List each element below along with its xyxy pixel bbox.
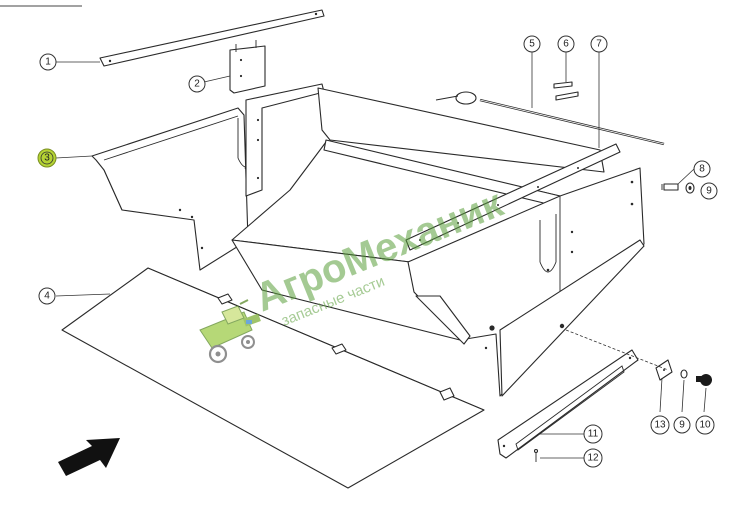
svg-text:9: 9 [706, 186, 712, 197]
svg-text:7: 7 [596, 39, 602, 50]
callout-11[interactable]: 11 [583, 424, 603, 444]
callout-2[interactable]: 2 [188, 75, 206, 93]
part-3-hopper-left-side [91, 83, 325, 271]
part-9-washer-lower [680, 369, 688, 379]
callout-7[interactable]: 7 [590, 35, 608, 53]
svg-text:10: 10 [699, 420, 711, 431]
callout-3-highlighted[interactable]: 3 [37, 148, 57, 168]
direction-arrow-icon [58, 438, 120, 476]
svg-text:1: 1 [45, 57, 51, 68]
part-13-plate [655, 359, 673, 381]
part-7-strip [405, 143, 621, 251]
callout-4[interactable]: 4 [38, 287, 56, 305]
svg-text:12: 12 [587, 453, 599, 464]
part-6-clips [553, 81, 579, 101]
callout-leaders [55, 52, 707, 459]
callout-13[interactable]: 13 [650, 415, 670, 435]
hopper-body [231, 87, 645, 397]
callout-12[interactable]: 12 [583, 448, 603, 468]
svg-text:3: 3 [44, 153, 50, 164]
callout-9-lower[interactable]: 9 [673, 416, 691, 434]
svg-text:11: 11 [588, 429, 599, 440]
svg-text:9: 9 [679, 420, 685, 431]
part-1-bar [99, 9, 325, 67]
part-10-knob [696, 374, 712, 386]
svg-text:4: 4 [44, 291, 50, 302]
callout-6[interactable]: 6 [557, 35, 575, 53]
callout-5[interactable]: 5 [523, 35, 541, 53]
callout-9-upper[interactable]: 9 [700, 182, 718, 200]
part-4-bottom-sheet [61, 267, 485, 489]
part-12-screw [533, 448, 539, 462]
part-5-rod [435, 91, 665, 146]
part-11-bracket [497, 349, 639, 459]
svg-text:13: 13 [654, 420, 666, 431]
part-2-plate [229, 40, 266, 94]
callout-8[interactable]: 8 [693, 160, 711, 178]
part-8-bolt [661, 183, 679, 191]
part-9-washer-upper [685, 182, 695, 194]
svg-text:6: 6 [563, 39, 569, 50]
svg-text:2: 2 [194, 79, 200, 90]
callout-1[interactable]: 1 [39, 53, 57, 71]
svg-text:8: 8 [699, 164, 705, 175]
svg-text:5: 5 [529, 39, 535, 50]
combine-harvester-icon [199, 299, 261, 364]
callout-10[interactable]: 10 [695, 415, 715, 435]
